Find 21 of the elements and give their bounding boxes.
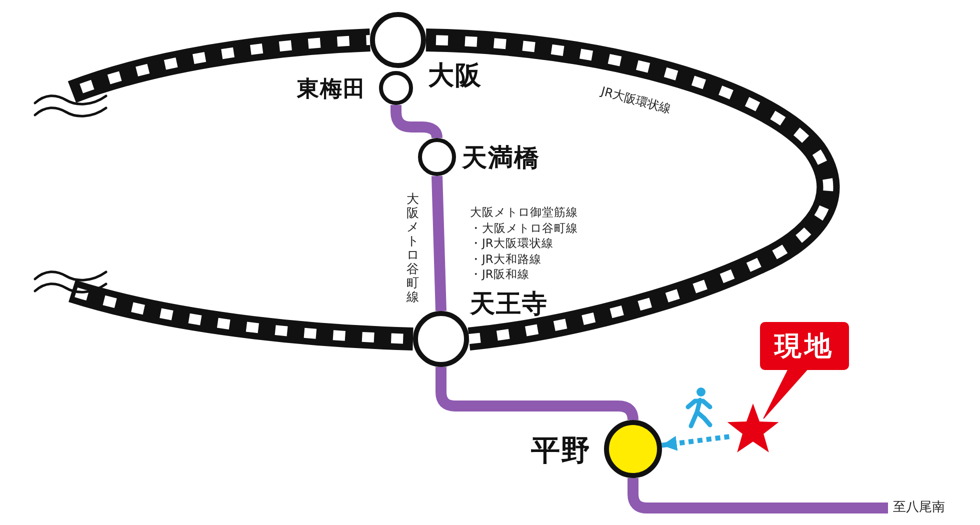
served-line-text: ・JR大阪環状線 xyxy=(470,238,554,250)
served-line-text: ・JR大和路線 xyxy=(470,254,542,265)
edge-label: 大阪メトロ谷町線 xyxy=(405,192,421,304)
station-name: 天満橋 xyxy=(462,145,540,170)
railway-track xyxy=(426,28,840,350)
railway-track xyxy=(34,270,414,350)
edge-label: 至八尾南 xyxy=(893,501,945,514)
subway-line xyxy=(390,105,442,138)
station-name: 平野 xyxy=(531,436,591,465)
station-name: 東梅田 xyxy=(297,79,366,101)
station-name: 大阪 xyxy=(428,63,482,89)
served-line-text: 大阪メトロ御堂筋線 xyxy=(470,207,578,218)
served-line-text: ・JR阪和線 xyxy=(470,269,530,280)
station-name: 天王寺 xyxy=(470,291,548,316)
subway-line xyxy=(628,478,888,514)
callout-pointer xyxy=(763,368,808,419)
edge-label: JR大阪環状線 xyxy=(600,85,672,116)
served-line-text: ・大阪メトロ谷町線 xyxy=(470,222,578,234)
subway-line xyxy=(432,176,446,312)
location-callout: 現地 xyxy=(760,322,849,370)
railway-track xyxy=(34,28,371,118)
